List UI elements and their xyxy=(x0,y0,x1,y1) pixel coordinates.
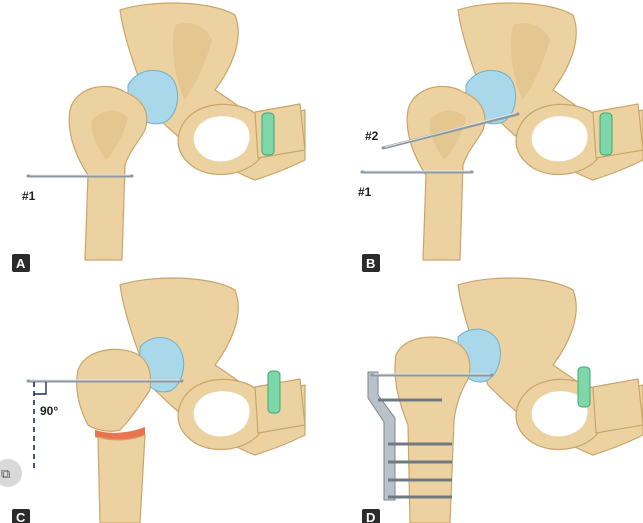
panel-c-label: C xyxy=(16,510,26,523)
right-angle-mark xyxy=(34,382,47,395)
svg-text:⧉: ⧉ xyxy=(1,467,10,482)
angle-label: 90° xyxy=(40,404,58,418)
pin-1-label: #1 xyxy=(22,189,36,203)
panel-b-label: B xyxy=(366,256,375,271)
blade-plate xyxy=(367,371,396,501)
panel-d: D xyxy=(362,277,643,523)
pin-1-label: #1 xyxy=(358,185,372,199)
pin-2 xyxy=(381,112,520,150)
panel-b: #2 #1 B xyxy=(358,2,643,272)
panel-a-label: A xyxy=(16,256,26,271)
visual-search-icon[interactable] xyxy=(0,459,22,487)
pin-2-label: #2 xyxy=(365,129,379,143)
panel-c: 90° ⧉ C xyxy=(0,277,306,523)
panel-d-label: D xyxy=(366,510,375,523)
panel-a: #1 A xyxy=(12,2,306,272)
